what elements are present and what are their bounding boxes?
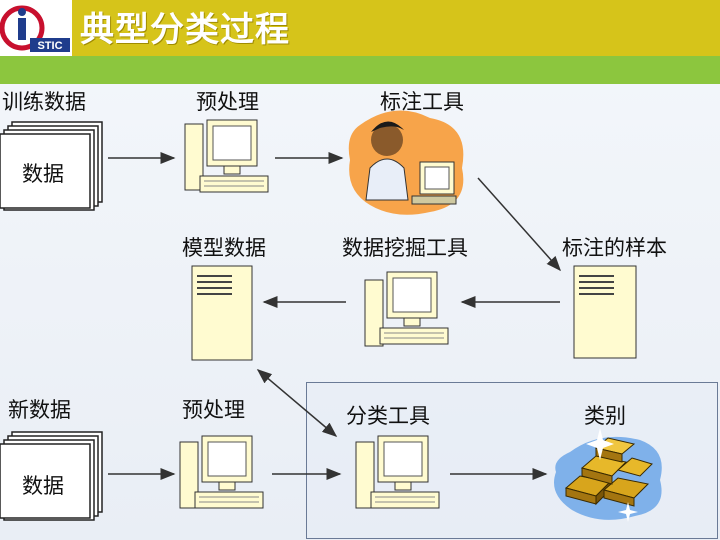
page-title: 典型分类过程 bbox=[80, 10, 290, 50]
istic-logo-icon: STIC bbox=[0, 0, 72, 56]
label-training-data: 训练数据 bbox=[2, 90, 86, 114]
computer-icon bbox=[364, 271, 449, 347]
person-at-computer-icon bbox=[348, 110, 464, 215]
label-preprocess-top: 预处理 bbox=[196, 90, 259, 114]
doc-label: 数据 bbox=[22, 474, 64, 498]
document-stack-icon bbox=[0, 121, 103, 211]
green-band bbox=[0, 56, 720, 84]
doc-label: 数据 bbox=[22, 162, 64, 186]
label-new-data: 新数据 bbox=[8, 398, 71, 422]
label-annotated-samples: 标注的样本 bbox=[562, 236, 667, 260]
arrow bbox=[256, 369, 338, 437]
label-mining-tool: 数据挖掘工具 bbox=[342, 236, 468, 260]
label-classify-tool: 分类工具 bbox=[346, 404, 430, 428]
server-icon bbox=[573, 265, 637, 359]
computer-icon bbox=[184, 119, 269, 193]
computer-icon bbox=[355, 435, 440, 509]
label-category: 类别 bbox=[584, 404, 626, 428]
gold-bars-icon bbox=[554, 428, 662, 522]
title-bar bbox=[0, 0, 720, 56]
server-icon bbox=[191, 265, 253, 361]
document-stack-icon bbox=[0, 431, 103, 521]
arrow bbox=[477, 177, 561, 272]
label-model-data: 模型数据 bbox=[182, 236, 266, 260]
label-annotation-tool: 标注工具 bbox=[380, 90, 464, 114]
label-preprocess-bottom: 预处理 bbox=[182, 398, 245, 422]
logo-text: STIC bbox=[37, 40, 62, 52]
computer-icon bbox=[179, 435, 264, 509]
